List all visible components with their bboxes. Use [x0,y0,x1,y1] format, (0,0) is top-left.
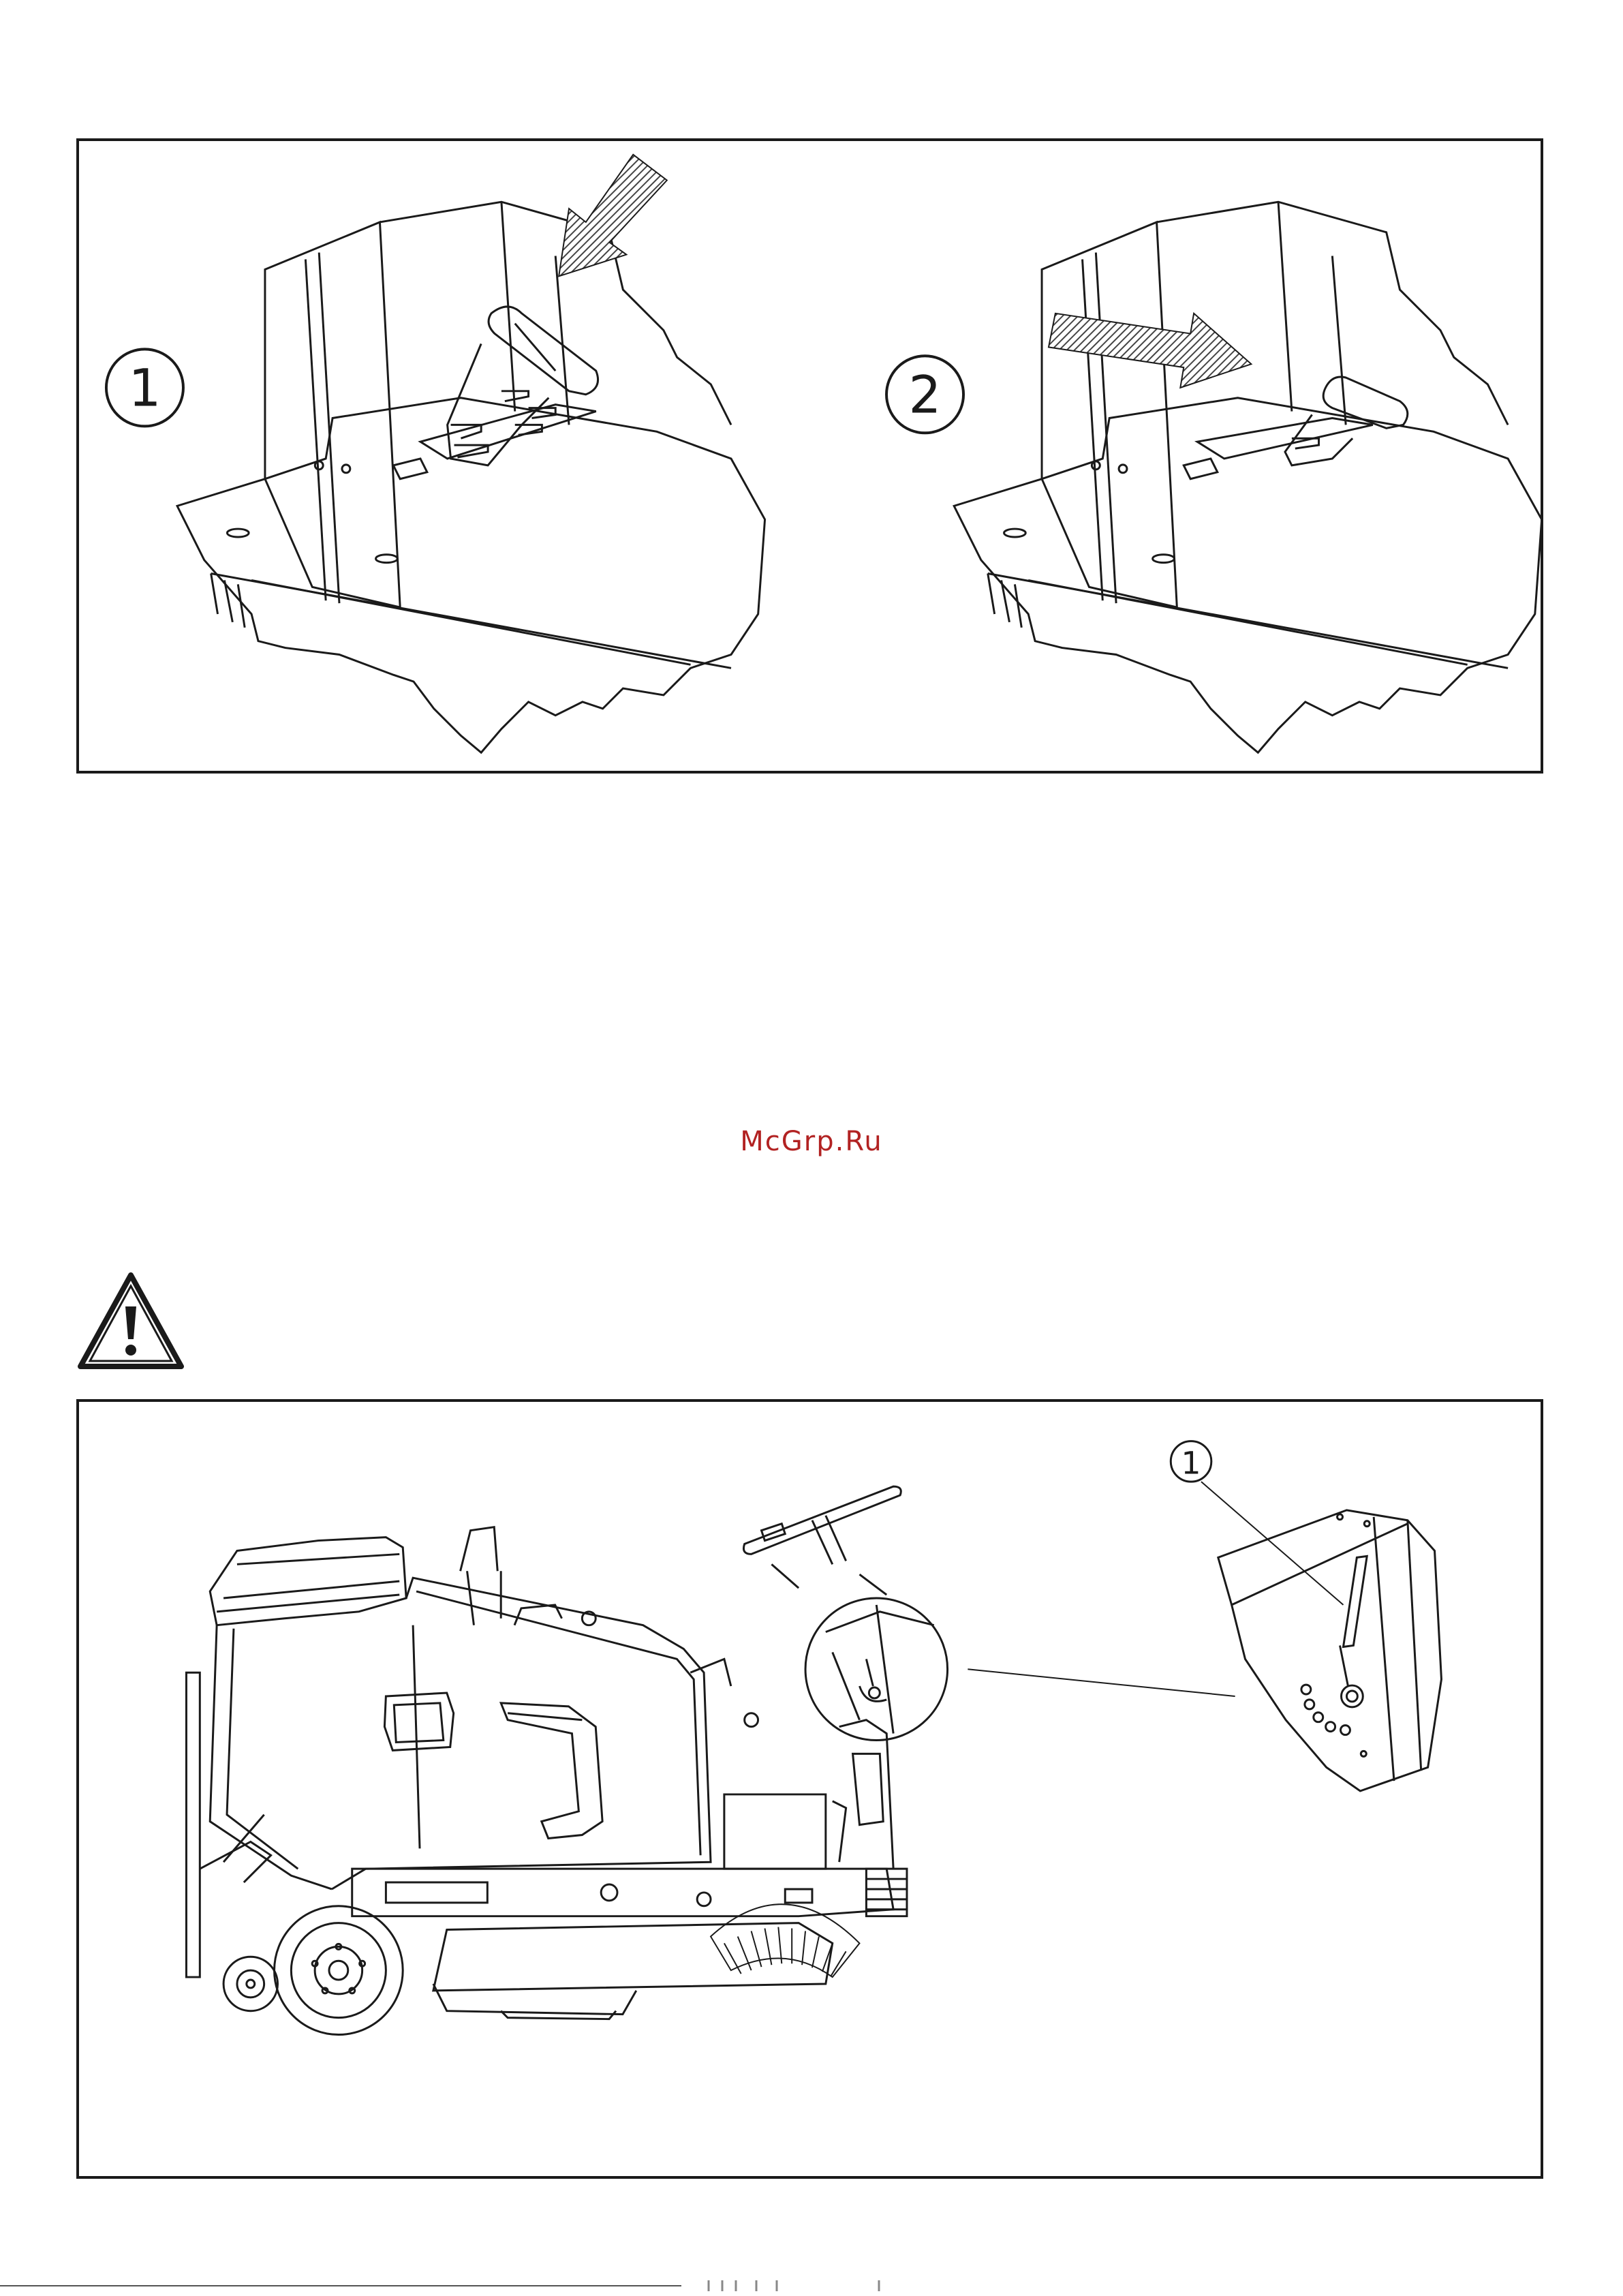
step-1-drawing [177,202,765,752]
pedal-steps-figure: 1 [76,138,1543,774]
detail-circle-drawing [805,1598,948,1741]
lever-detail-drawing [1218,1510,1442,1791]
step-1-label: 1 [128,358,161,418]
sweeper-body-drawing [186,1527,907,2019]
sweeper-illustration: 1 [79,1402,1541,2176]
callout-1-label: 1 [1181,1445,1201,1481]
warning-triangle-icon [76,1271,185,1371]
pedal-lock-arrow-down-icon [559,155,667,276]
caster-wheel-drawing [223,1957,277,2010]
sweeper-adjustment-figure: 1 [76,1399,1543,2179]
pedal-steps-illustration: 1 [79,141,1541,771]
scan-footer-strip [0,2276,1623,2296]
callout-1-badge: 1 [1171,1441,1211,1482]
watermark-text: McGrp.Ru [0,1126,1623,1157]
pedal-release-arrow-right-icon [1049,313,1251,388]
step-2-label: 2 [909,365,942,425]
step-1-badge: 1 [106,349,183,426]
detail-leader-line [968,1669,1235,1696]
step-2-badge: 2 [886,356,963,433]
steering-wheel-drawing [743,1486,901,1595]
rear-wheel-drawing [275,1906,403,2035]
step-2-drawing [954,202,1541,752]
